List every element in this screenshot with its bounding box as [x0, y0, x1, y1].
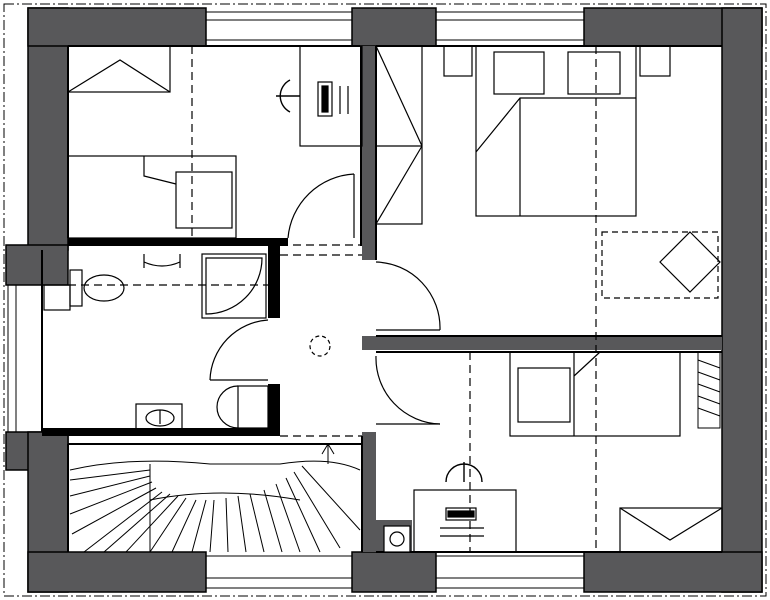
door-swing-icon [209, 173, 441, 425]
towel-rail [143, 254, 181, 268]
room-outlines [41, 45, 722, 553]
chair-icon [276, 79, 300, 113]
desk-icon [413, 489, 517, 553]
toilet-icon [43, 269, 125, 311]
desk-icon [601, 231, 719, 299]
bed-icon [443, 45, 671, 217]
radiator [697, 351, 721, 429]
washing-basin [216, 385, 269, 429]
chair-icon [445, 462, 483, 483]
interior-walls [42, 46, 722, 552]
property-outline [3, 3, 767, 597]
wardrobe-icon [375, 45, 423, 225]
slope-lines [68, 46, 597, 552]
shower-icon [201, 253, 267, 319]
bed-icon [619, 507, 723, 553]
chair-icon [659, 231, 721, 293]
windows [7, 11, 584, 589]
stairs-icon [69, 443, 361, 553]
bed-icon [509, 351, 681, 437]
bed-icon [67, 45, 237, 239]
chimney-icon [383, 525, 411, 553]
ceiling-light-icon [309, 335, 331, 357]
sink-icon [135, 403, 183, 431]
desk-icon [299, 45, 363, 147]
outer-walls [5, 7, 763, 593]
